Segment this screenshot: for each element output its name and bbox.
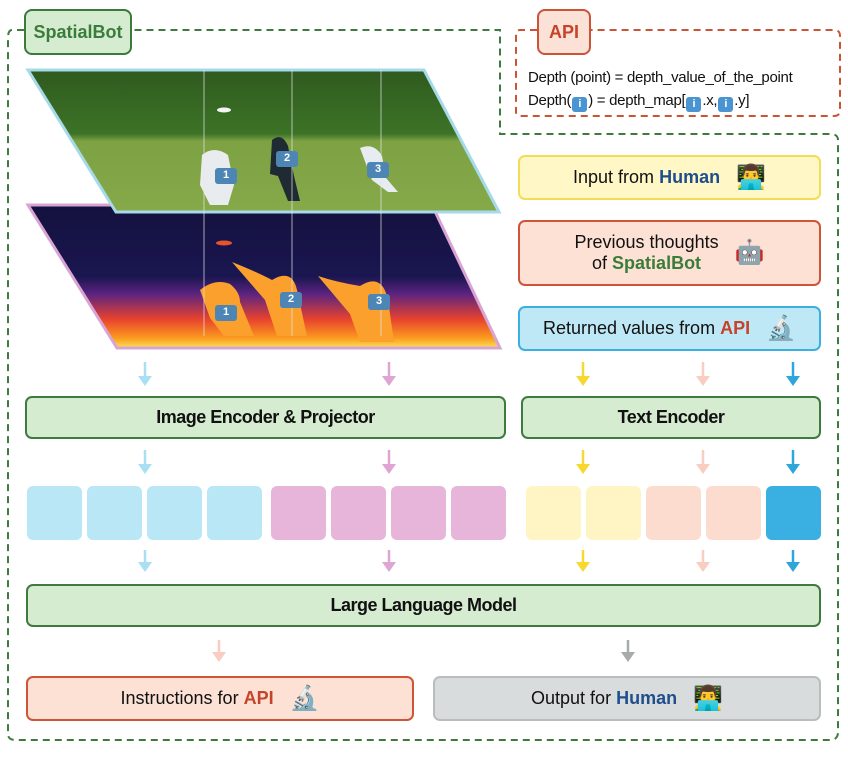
token-pink xyxy=(331,486,386,540)
arrow-blue-light xyxy=(138,550,152,572)
token-peach xyxy=(646,486,701,540)
arrow-yellow xyxy=(576,450,590,474)
token-blue-light xyxy=(27,486,82,540)
info-icon: i xyxy=(686,97,702,112)
robot-icon: 🤖 xyxy=(734,239,765,266)
human-laptop-icon: 👨‍💻 xyxy=(693,684,723,712)
arrow-blue-strong xyxy=(786,550,800,572)
arrow-blue-strong xyxy=(786,362,800,386)
arrow-pink xyxy=(382,550,396,572)
arrow-peach xyxy=(696,362,710,386)
token-pink xyxy=(451,486,506,540)
arrow-yellow xyxy=(576,362,590,386)
api-line-2: Depth(i) = depth_map[i.x,i.y] xyxy=(528,92,750,112)
api-tag: API xyxy=(537,9,591,55)
image-encoder-projector: Image Encoder & Projector xyxy=(25,396,506,439)
instructions-for-api: Instructions for API 🔬 xyxy=(26,676,414,721)
arrows-row-3 xyxy=(138,550,800,572)
text-encoder: Text Encoder xyxy=(521,396,821,439)
token-peach xyxy=(706,486,761,540)
spatialbot-tag: SpatialBot xyxy=(24,9,132,55)
player-badge-2: 2 xyxy=(275,146,299,167)
arrow-blue-light xyxy=(138,450,152,474)
token-blue-strong xyxy=(766,486,821,540)
output-for-human: Output for Human 👨‍💻 xyxy=(433,676,821,721)
depth-map-image xyxy=(25,203,503,350)
api-definitions: Depth (point) = depth_value_of_the_point… xyxy=(528,66,793,112)
token-blue-light xyxy=(207,486,262,540)
arrows-row-4 xyxy=(212,640,635,662)
depth-badge-3: 3 xyxy=(367,289,391,310)
token-blue-light xyxy=(147,486,202,540)
arrow-pink xyxy=(382,450,396,474)
microscope-icon: 🔬 xyxy=(289,684,320,712)
token-pink xyxy=(391,486,446,540)
api-line-1: Depth (point) = depth_value_of_the_point xyxy=(528,69,793,86)
arrow-blue-strong xyxy=(786,450,800,474)
info-icon: i xyxy=(572,97,588,112)
token-yellow xyxy=(526,486,581,540)
token-yellow xyxy=(586,486,641,540)
arrow-pink xyxy=(382,362,396,386)
rgb-image xyxy=(25,68,502,214)
large-language-model: Large Language Model xyxy=(26,584,821,627)
microscope-icon: 🔬 xyxy=(766,314,796,342)
spatialbot-frame xyxy=(7,29,839,741)
returned-values-from-api: Returned values from API 🔬 xyxy=(518,306,821,351)
input-from-human: Input from Human 👨‍💻 xyxy=(518,155,821,200)
arrows-row-1 xyxy=(138,362,800,386)
player-badge-3: 3 xyxy=(366,157,390,178)
player-badge-1: 1 xyxy=(214,163,238,184)
arrow-peach xyxy=(696,450,710,474)
arrow-peach xyxy=(696,550,710,572)
arrow-to-api xyxy=(212,640,226,662)
arrow-yellow xyxy=(576,550,590,572)
arrows-row-2 xyxy=(138,450,800,474)
previous-thoughts: Previous thoughts of SpatialBot 🤖 xyxy=(518,220,821,286)
token-pink xyxy=(271,486,326,540)
human-laptop-icon: 👨‍💻 xyxy=(736,163,766,191)
depth-badge-1: 1 xyxy=(214,300,238,321)
token-blue-light xyxy=(87,486,142,540)
api-frame xyxy=(515,29,841,117)
info-icon: i xyxy=(718,97,734,112)
arrow-blue-light xyxy=(138,362,152,386)
depth-badge-2: 2 xyxy=(279,287,303,308)
arrow-to-human xyxy=(621,640,635,662)
